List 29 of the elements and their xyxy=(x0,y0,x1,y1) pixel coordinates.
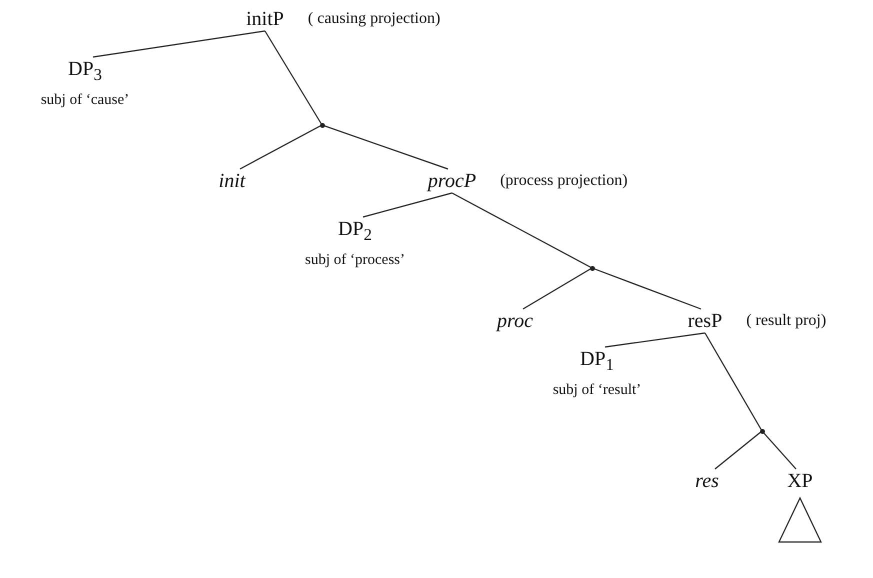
node-label: XP xyxy=(787,470,813,492)
node-label: DP$_{1}$ xyxy=(580,348,614,376)
branch-line xyxy=(452,192,592,269)
node-label: resP xyxy=(688,310,722,332)
node-label: init xyxy=(218,170,246,192)
projection-note: (process projection) xyxy=(500,171,628,191)
branch-line xyxy=(704,332,763,432)
branch-point xyxy=(590,266,594,270)
branch-line xyxy=(240,124,322,170)
subject-note: subj of ‘result’ xyxy=(552,381,642,400)
branch-line xyxy=(92,30,266,58)
node-label: proc xyxy=(497,310,533,332)
branch-line xyxy=(604,332,706,348)
branch-line xyxy=(264,30,323,126)
projection-note: ( causing projection) xyxy=(308,9,440,29)
branch-point xyxy=(320,122,324,128)
subject-note: subj of ‘process’ xyxy=(305,251,405,270)
branch-line xyxy=(762,430,796,470)
branch-line xyxy=(714,430,762,470)
node-label: initP xyxy=(246,8,284,30)
node-label: DP$_{2}$ xyxy=(338,218,372,246)
node-label: DP$_{3}$ xyxy=(68,58,102,86)
projection-note: ( result proj) xyxy=(746,311,826,331)
subject-note: subj of ‘cause’ xyxy=(40,91,130,110)
branch-line xyxy=(522,267,592,310)
branch-line xyxy=(362,192,452,218)
branch-point xyxy=(760,428,764,434)
node-label: res xyxy=(695,470,719,492)
node-label: procP xyxy=(428,170,476,192)
